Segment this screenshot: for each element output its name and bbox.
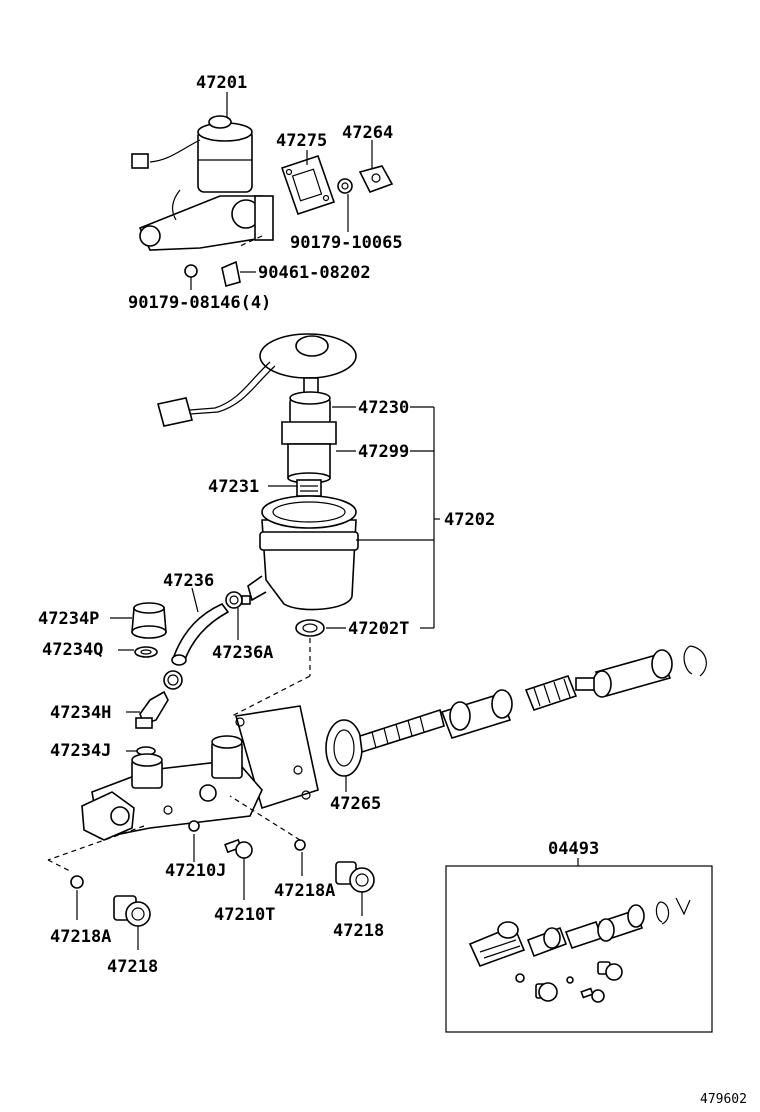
plug-47218-center [335, 861, 375, 893]
label-47218-center: 47218 [333, 921, 384, 941]
diagram-code: 479602 [700, 1092, 747, 1107]
label-47234Q: 47234Q [42, 640, 103, 660]
cylinder-body [81, 705, 319, 841]
plug-47218-left [113, 895, 151, 927]
label-47234H: 47234H [50, 703, 111, 723]
strainer-47231 [296, 479, 322, 497]
label-47234P: 47234P [38, 609, 99, 629]
spring-mid [524, 675, 578, 711]
label-47275: 47275 [276, 131, 327, 151]
boot-47265 [325, 719, 363, 777]
gasket-47275 [280, 154, 336, 216]
piston-spring-rear [359, 708, 445, 754]
gasket-47218A-left [70, 875, 84, 889]
reservoir-tank [247, 495, 359, 611]
label-47218A-center: 47218A [274, 881, 335, 901]
label-47264: 47264 [342, 123, 393, 143]
label-47201: 47201 [196, 73, 247, 93]
label-90179-08146: 90179-08146(4) [128, 293, 271, 313]
master-cylinder-assembly-47201 [131, 115, 274, 290]
label-47218-left: 47218 [107, 957, 158, 977]
label-90179-10065: 90179-10065 [290, 233, 403, 253]
label-47230: 47230 [358, 398, 409, 418]
hose-47236 [171, 603, 230, 666]
label-47210J: 47210J [165, 861, 226, 881]
label-47236: 47236 [163, 571, 214, 591]
cap-47234P [131, 602, 167, 639]
gasket-47218A-center [294, 839, 306, 851]
nut-90179-10065 [337, 178, 353, 194]
label-47299: 47299 [358, 442, 409, 462]
label-47265: 47265 [330, 794, 381, 814]
clamp-47236A [225, 591, 251, 609]
bolt-47210T [224, 838, 253, 859]
label-47210T: 47210T [214, 905, 275, 925]
label-04493: 04493 [548, 839, 599, 859]
label-47236A: 47236A [212, 643, 273, 663]
float-47230 [289, 391, 331, 425]
snap-ring [683, 645, 707, 677]
repair-kit-04493-box [445, 858, 713, 1033]
label-47231: 47231 [208, 477, 259, 497]
ring-47234Q [134, 646, 158, 658]
union-47234H [135, 690, 169, 729]
piston-primary [440, 689, 513, 739]
label-47218A-left: 47218A [50, 927, 111, 947]
switch-47264 [358, 165, 394, 193]
label-90461-08202: 90461-08202 [258, 263, 371, 283]
float-47299 [281, 421, 337, 484]
grommet-47202T [295, 619, 325, 637]
piston-secondary [575, 649, 673, 698]
label-47202: 47202 [444, 510, 495, 530]
gasket-47210J [188, 820, 200, 832]
label-47202T: 47202T [348, 619, 409, 639]
label-47234J: 47234J [50, 741, 111, 761]
clamp-upper [163, 670, 183, 690]
